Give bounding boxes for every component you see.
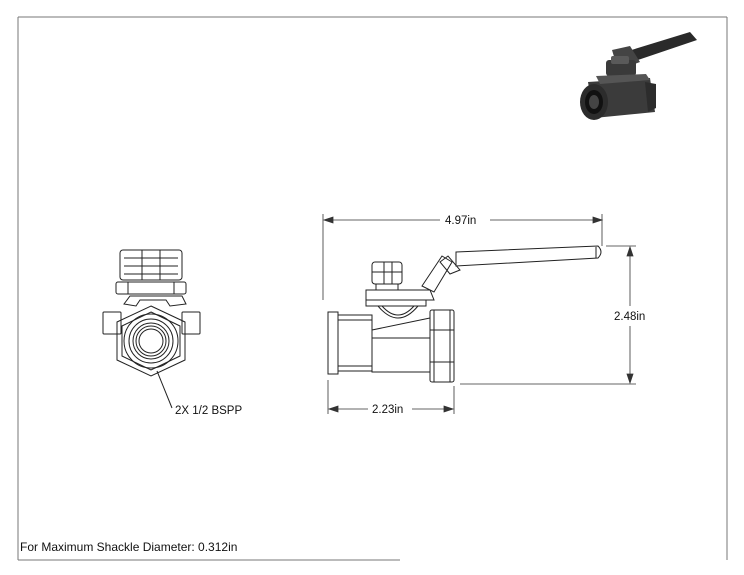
port-callout: 2X 1/2 BSPP (175, 405, 242, 417)
front-view (102, 249, 201, 409)
shackle-note: For Maximum Shackle Diameter: 0.312in (20, 540, 238, 554)
overall-height-label: 2.48in (614, 311, 645, 323)
dimension-overall-height (460, 245, 636, 385)
overall-length-label: 4.97in (445, 215, 476, 227)
body-length-label: 2.23in (372, 404, 403, 416)
dimension-overall-length (322, 214, 604, 300)
drawing-border (17, 16, 728, 561)
isometric-view (580, 32, 697, 120)
dimension-body-length (327, 380, 455, 414)
side-view (327, 245, 602, 383)
